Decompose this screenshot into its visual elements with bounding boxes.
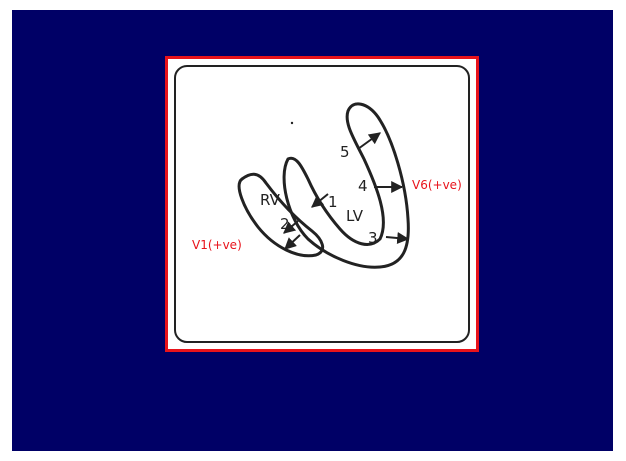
rv-label: RV: [260, 191, 281, 209]
vector-number-3: 3: [368, 229, 378, 247]
heart-vector-diagram: RV LV 1 2 3 4 5: [168, 59, 476, 349]
vector-number-2: 2: [280, 215, 290, 233]
vector-number-5: 5: [340, 143, 350, 161]
v6-lead-label: V6(+ve): [412, 178, 462, 192]
vector-number-4: 4: [358, 177, 368, 195]
diagram-frame: RV LV 1 2 3 4 5: [165, 56, 479, 352]
speck-mark: [291, 122, 293, 124]
vector-number-1: 1: [328, 193, 338, 211]
v1-lead-label: V1(+ve): [192, 238, 242, 252]
lv-label: LV: [346, 207, 364, 225]
